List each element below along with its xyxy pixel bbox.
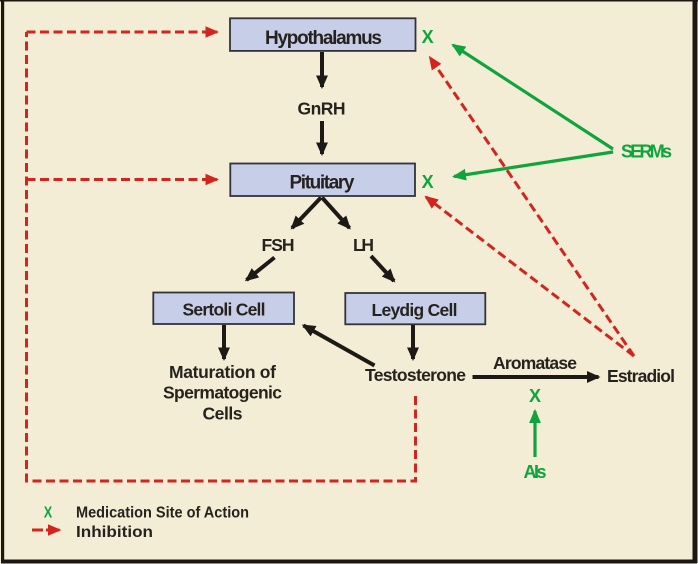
svg-text:Testosterone: Testosterone [365, 365, 466, 385]
svg-text:LH: LH [353, 235, 374, 255]
svg-text:Maturation of: Maturation of [169, 362, 276, 382]
svg-text:SERMs: SERMs [621, 142, 672, 162]
svg-text:X: X [44, 505, 53, 522]
svg-text:AIs: AIs [524, 462, 547, 482]
svg-text:FSH: FSH [262, 235, 295, 255]
svg-text:Medication Site of Action: Medication Site of Action [76, 505, 249, 522]
svg-text:Estradiol: Estradiol [607, 366, 675, 386]
svg-text:X: X [529, 386, 541, 406]
svg-text:X: X [422, 172, 434, 192]
svg-text:X: X [422, 27, 434, 47]
svg-text:Spermatogenic: Spermatogenic [163, 383, 282, 403]
svg-text:Aromatase: Aromatase [493, 353, 577, 373]
svg-text:Sertoli Cell: Sertoli Cell [183, 300, 266, 320]
svg-text:Pituitary: Pituitary [290, 173, 355, 194]
svg-text:GnRH: GnRH [298, 99, 346, 119]
svg-text:Leydig Cell: Leydig Cell [372, 300, 458, 320]
svg-text:Cells: Cells [203, 404, 243, 424]
svg-text:Hypothalamus: Hypothalamus [265, 28, 382, 49]
svg-text:Inhibition: Inhibition [76, 524, 153, 541]
